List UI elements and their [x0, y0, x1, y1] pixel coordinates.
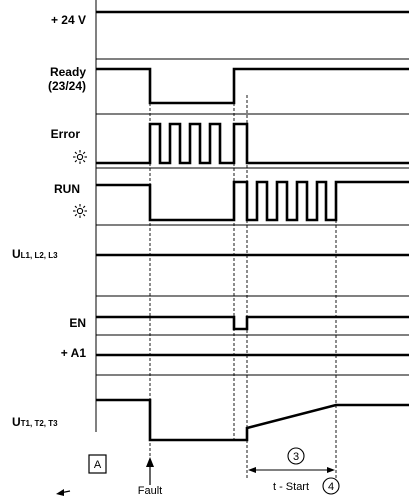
signal-label-ut: UT1, T2, T3 [12, 415, 58, 429]
t-start-arrow-left [248, 467, 256, 473]
t-start-arrow-right [327, 467, 335, 473]
fault-label: Fault [138, 485, 162, 496]
circle-4-label: 4 [328, 481, 334, 493]
signal-label-ul-main: U [12, 247, 21, 261]
signal-label-ready-terminals: (23/24) [48, 79, 86, 93]
page-arrow-head [56, 489, 64, 496]
signal-label-error: Error [51, 127, 81, 141]
signal-label-ul-sub: L1, L2, L3 [21, 251, 58, 260]
box-a [88, 454, 107, 474]
blinking-led-icon [73, 204, 87, 218]
waveform-ut [96, 398, 409, 442]
circle-4 [322, 477, 340, 495]
diagram-frame [95, 0, 409, 432]
circle-3 [287, 447, 305, 465]
signal-label-ut-sub: T1, T2, T3 [21, 419, 58, 428]
t-start-label: t - Start [273, 481, 309, 493]
waveform-ready [96, 67, 409, 105]
signal-label-ul: UL1, L2, L3 [12, 247, 58, 261]
signal-label-ut-main: U [12, 415, 21, 429]
signal-label-ready: Ready [50, 65, 86, 79]
circle-3-label: 3 [293, 451, 299, 463]
waveform-run [96, 180, 409, 222]
blinking-led-icon [73, 150, 87, 164]
waveform-en [96, 315, 409, 331]
fault-arrow-head [146, 457, 154, 467]
signal-label-24v: + 24 V [51, 13, 86, 27]
signal-label-en: EN [69, 316, 86, 330]
box-a-label: A [94, 459, 102, 471]
waveform-error [96, 122, 409, 165]
signal-label-run: RUN [54, 182, 80, 196]
signal-label-a1: + A1 [61, 346, 87, 360]
